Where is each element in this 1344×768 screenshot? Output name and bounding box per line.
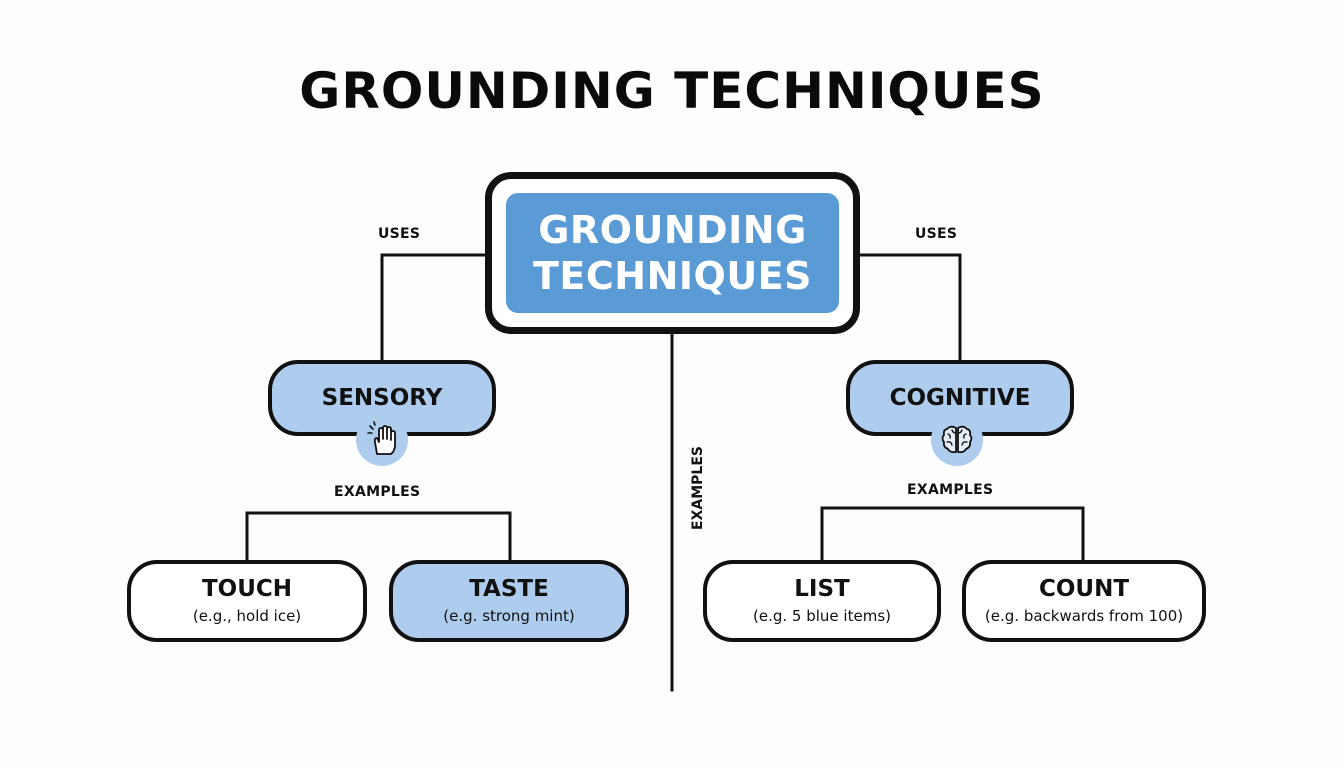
- hand-touch-icon: [356, 414, 408, 466]
- example-taste-title: TASTE: [469, 576, 549, 602]
- example-list-title: LIST: [794, 576, 850, 602]
- example-list: LIST (e.g. 5 blue items): [703, 560, 941, 642]
- example-count-title: COUNT: [1038, 576, 1130, 602]
- example-touch: TOUCH (e.g., hold ice): [127, 560, 367, 642]
- brain-icon: [931, 414, 983, 466]
- example-taste: TASTE (e.g. strong mint): [389, 560, 629, 642]
- example-count: COUNT (e.g. backwards from 100): [962, 560, 1206, 642]
- root-node-label: GROUNDING TECHNIQUES: [506, 193, 839, 313]
- category-cognitive-label: COGNITIVE: [889, 385, 1031, 411]
- example-list-subtitle: (e.g. 5 blue items): [753, 607, 891, 625]
- example-touch-subtitle: (e.g., hold ice): [192, 607, 302, 625]
- example-taste-subtitle: (e.g. strong mint): [443, 607, 575, 625]
- category-sensory-label: SENSORY: [321, 385, 443, 411]
- page-title: GROUNDING TECHNIQUES: [299, 62, 1045, 120]
- connector-cognitive-examples: [820, 506, 1085, 563]
- edge-label-examples-center: EXAMPLES: [690, 446, 706, 530]
- edge-label-examples-right: EXAMPLES: [907, 482, 994, 498]
- root-node: GROUNDING TECHNIQUES: [485, 172, 860, 334]
- connector-sensory-examples: [245, 511, 512, 563]
- edge-label-uses-right: USES: [915, 226, 958, 242]
- example-count-subtitle: (e.g. backwards from 100): [984, 607, 1184, 625]
- edge-label-uses-left: USES: [378, 226, 421, 242]
- category-cognitive: COGNITIVE: [846, 360, 1074, 436]
- edge-label-examples-left: EXAMPLES: [334, 484, 421, 500]
- connector-root-to-sensory: [380, 253, 489, 364]
- example-touch-title: TOUCH: [201, 576, 293, 602]
- connector-root-to-cognitive: [856, 253, 962, 364]
